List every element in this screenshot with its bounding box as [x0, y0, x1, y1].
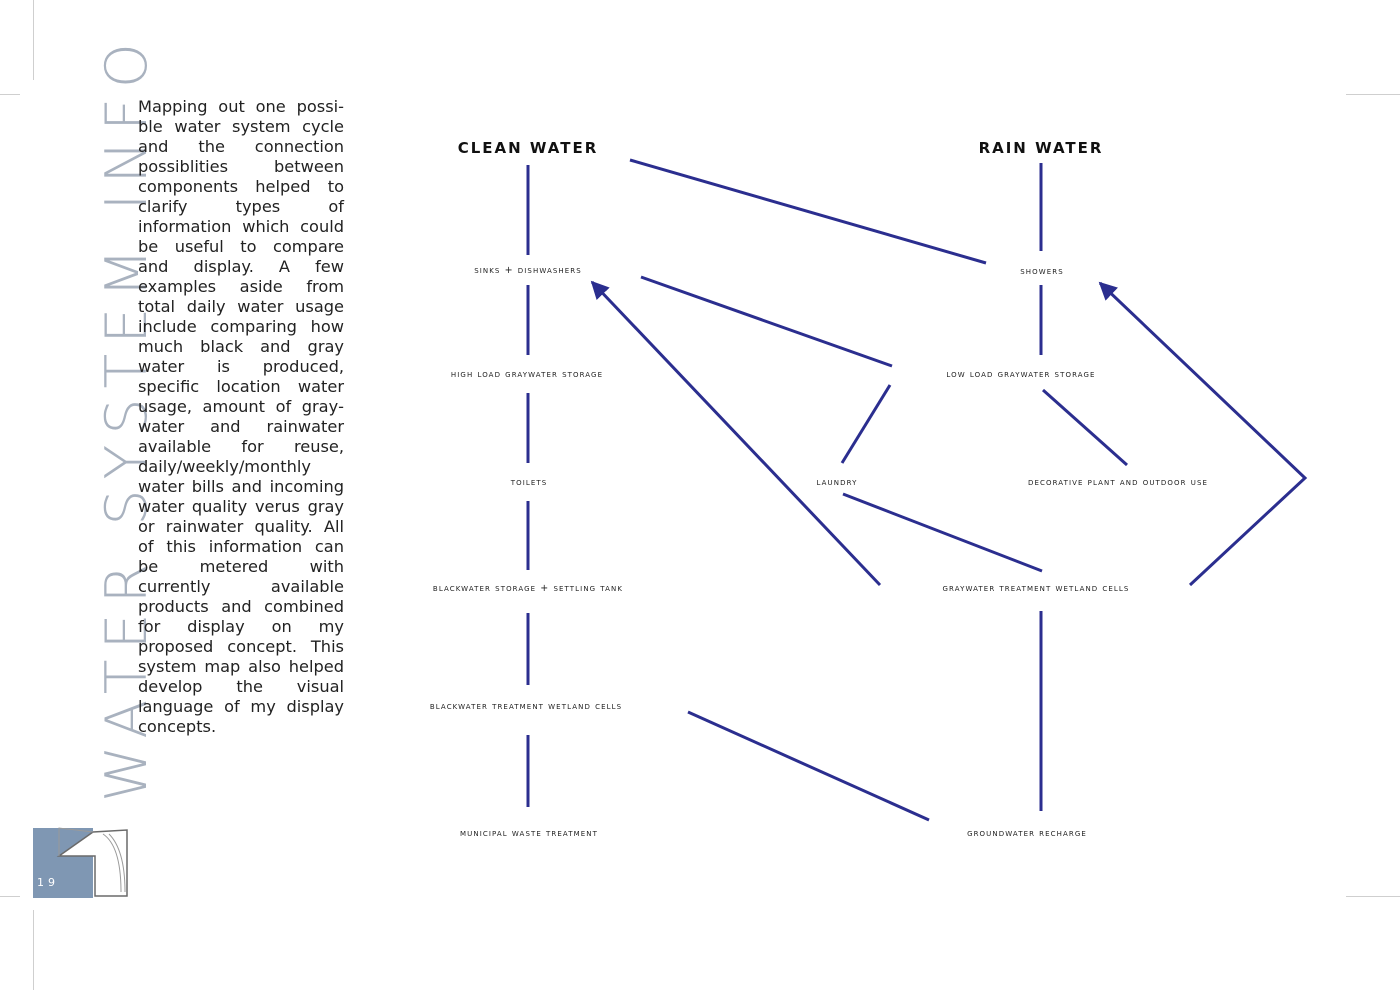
- crop-mark: [1346, 896, 1400, 897]
- flow-line: [842, 492, 1043, 573]
- node-sinks-dishwashers: sinks + dishwashers: [474, 265, 582, 276]
- arrow-line: [1098, 281, 1308, 587]
- flow-line: [840, 384, 892, 464]
- node-toilets: toilets: [510, 477, 548, 488]
- node-blackwater-wetland: blackwater treatment wetland cells: [430, 701, 622, 712]
- crop-mark: [33, 910, 34, 990]
- header-clean-water: CLEAN WATER: [458, 139, 599, 157]
- flow-line: [1042, 388, 1128, 467]
- node-groundwater-recharge: groundwater recharge: [967, 828, 1087, 839]
- node-municipal-waste: municipal waste treatment: [460, 828, 598, 839]
- node-showers: showers: [1020, 266, 1064, 277]
- crop-mark: [1346, 94, 1400, 95]
- crop-mark: [0, 94, 20, 95]
- crop-mark: [33, 0, 34, 80]
- description-text: Mapping out one possi­ble water system c…: [138, 97, 344, 736]
- header-rain-water: RAIN WATER: [979, 139, 1104, 157]
- flow-line: [629, 158, 987, 265]
- node-graywater-wetland: graywater treatment wetland cells: [943, 583, 1130, 594]
- node-high-load-storage: high load graywater storage: [451, 369, 603, 380]
- logo: [33, 827, 128, 898]
- flow-line: [687, 710, 930, 822]
- arrow-line: [590, 280, 882, 587]
- page-number: 19: [37, 876, 59, 889]
- node-decorative-plant: decorative plant and outdoor use: [1028, 477, 1208, 488]
- flow-line: [640, 275, 893, 368]
- crop-mark: [0, 896, 20, 897]
- node-low-load-storage: low load graywater storage: [946, 369, 1095, 380]
- node-blackwater-storage: blackwater storage + settling tank: [433, 583, 623, 594]
- node-laundry: laundry: [817, 477, 858, 488]
